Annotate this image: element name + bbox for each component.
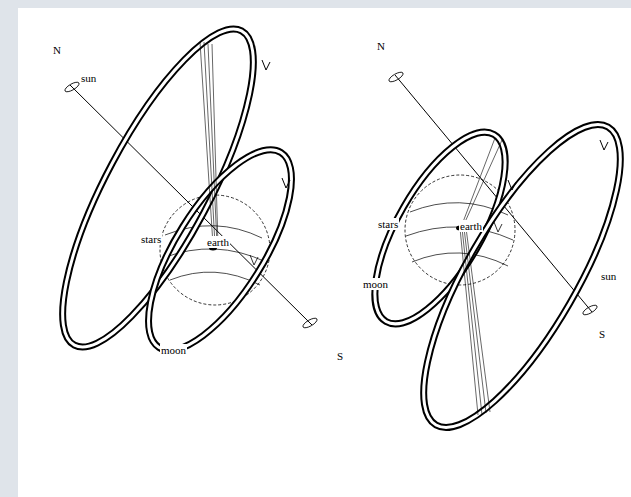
sphere-label: S — [336, 350, 344, 362]
sphere-label: earth — [206, 236, 230, 248]
sphere-label: N — [52, 44, 62, 56]
sphere-label: S — [598, 328, 606, 340]
sphere-label: N — [376, 40, 386, 52]
sphere-label: sun — [80, 72, 97, 84]
sphere-label: earth — [459, 220, 483, 232]
sphere-label: stars — [377, 218, 399, 230]
sphere-label: moon — [362, 278, 389, 290]
sphere-label: stars — [140, 233, 162, 245]
sphere-label: moon — [160, 344, 187, 356]
sphere-label: sun — [600, 270, 617, 282]
